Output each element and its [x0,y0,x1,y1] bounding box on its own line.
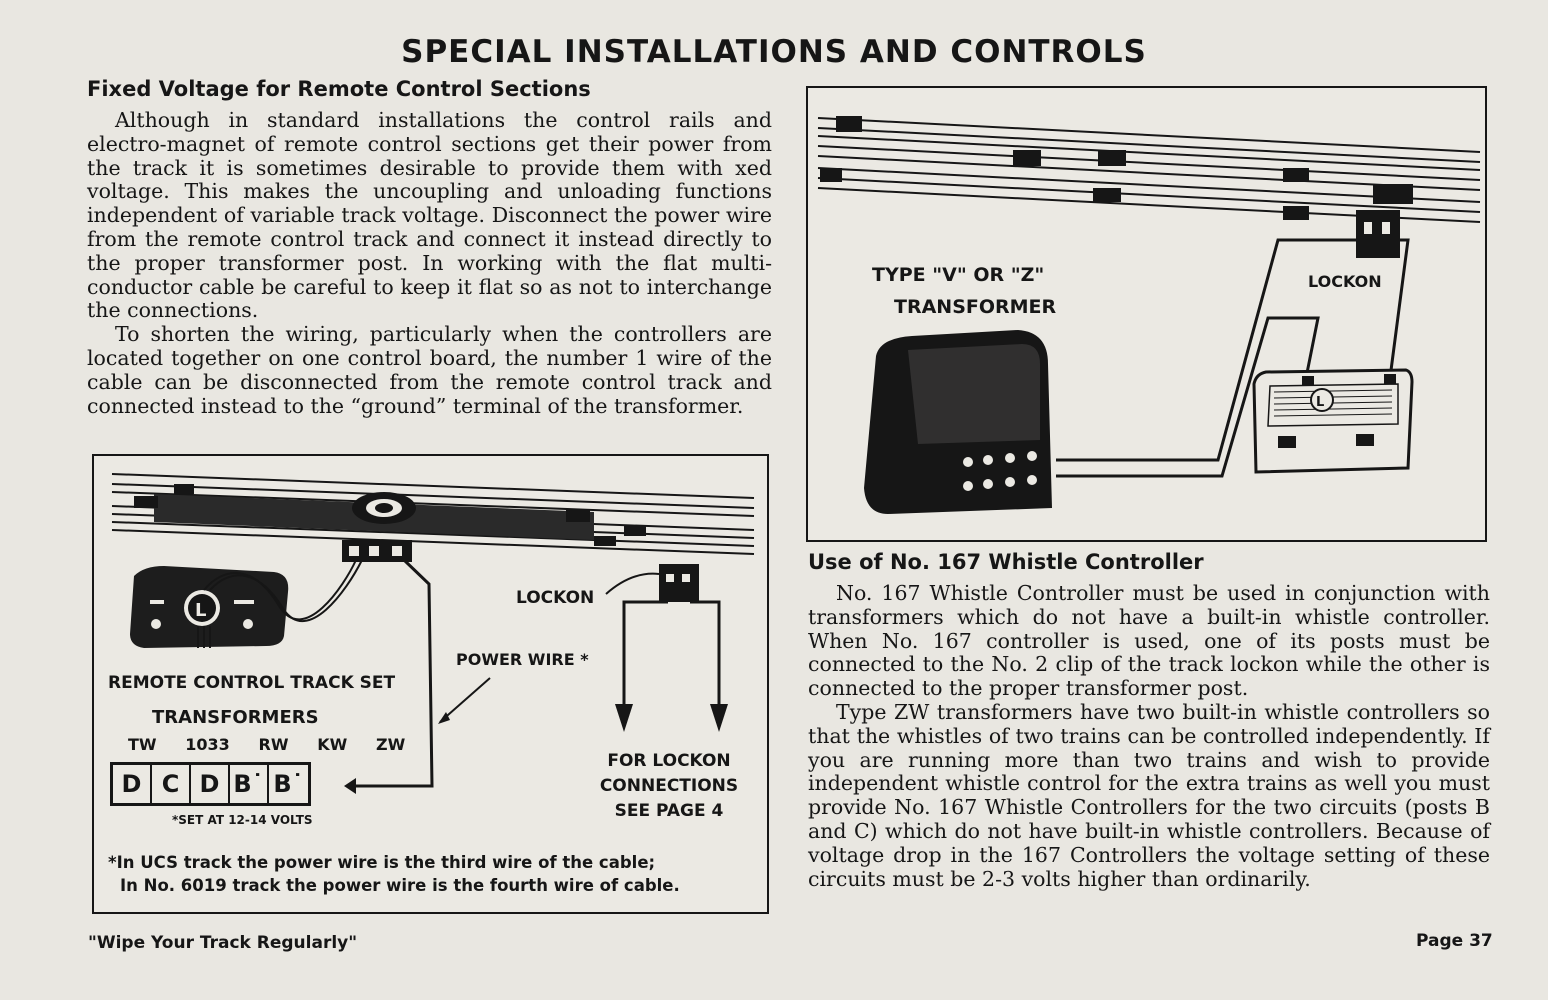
whistle-controller-heading: Use of No. 167 Whistle Controller [808,550,1204,574]
lockon-connections-line-2: CONNECTIONS [599,776,739,796]
transformer-type-label: TYPE "V" OR "Z" [872,264,1045,286]
lockon-connections-line-1: FOR LOCKON [607,751,731,771]
lockon-connections-note: FOR LOCKON CONNECTIONS SEE PAGE 4 [584,749,754,824]
whistle-controller-wiring-diagram: L TYPE "V" OR "Z" TRANSFORMER LOCKON [806,86,1487,542]
terminal-box: D [113,765,152,803]
terminal-box: D [191,765,230,803]
svg-text:L: L [195,600,206,621]
lockon-label: LOCKON [516,588,595,608]
terminal-box: C [152,765,191,803]
power-wire-label: POWER WIRE * [456,650,589,669]
page-title: SPECIAL INSTALLATIONS AND CONTROLS [401,34,1147,70]
whistle-paragraph-1: No. 167 Whistle Controller must be used … [808,581,1490,701]
fixed-voltage-paragraph-2: To shorten the wiring, particularly when… [87,322,772,418]
transformer-terminal-boxes: D C D B˙ B˙ [110,762,311,806]
model-zw: ZW [375,735,406,754]
transformer-models: TW 1033 RW KW ZW [128,735,405,754]
transformer-label: TRANSFORMER [894,296,1057,318]
remote-control-wiring-diagram: L LOCKON POWER WIRE * REMOTE CONTROL TRA… [92,454,769,914]
footnote-line-2: In No. 6019 track the power wire is the … [120,876,680,895]
fixed-voltage-heading: Fixed Voltage for Remote Control Section… [87,77,591,101]
terminal-box: B˙ [273,770,304,798]
model-rw: RW [258,735,289,754]
lockon-label-right: LOCKON [1308,272,1382,291]
model-kw: KW [317,735,348,754]
terminal-box: B˙ [230,765,269,803]
model-tw: TW [128,735,157,754]
transformers-label: TRANSFORMERS [152,707,319,728]
fixed-voltage-text: Although in standard installations the c… [87,108,772,418]
remote-set-label: REMOTE CONTROL TRACK SET [108,673,396,693]
footnote-line-1: *In UCS track the power wire is the thir… [108,853,656,872]
page-number: Page 37 [1416,931,1493,951]
lockon-connections-line-3: SEE PAGE 4 [614,801,724,821]
whistle-paragraph-2: Type ZW transformers have two built-in w… [808,699,1490,891]
whistle-controller-text: No. 167 Whistle Controller must be used … [808,581,1490,891]
svg-text:L: L [1316,395,1324,410]
whistle-controller-illustration: L [817,116,1481,514]
set-volts-note: *SET AT 12-14 VOLTS [172,813,313,827]
power-wire-footnote: *In UCS track the power wire is the thir… [108,851,680,897]
model-1033: 1033 [185,735,230,754]
fixed-voltage-paragraph-1: Although in standard installations the c… [87,108,772,323]
footer-tagline: "Wipe Your Track Regularly" [88,933,358,953]
remote-control-illustration: L [111,473,755,794]
